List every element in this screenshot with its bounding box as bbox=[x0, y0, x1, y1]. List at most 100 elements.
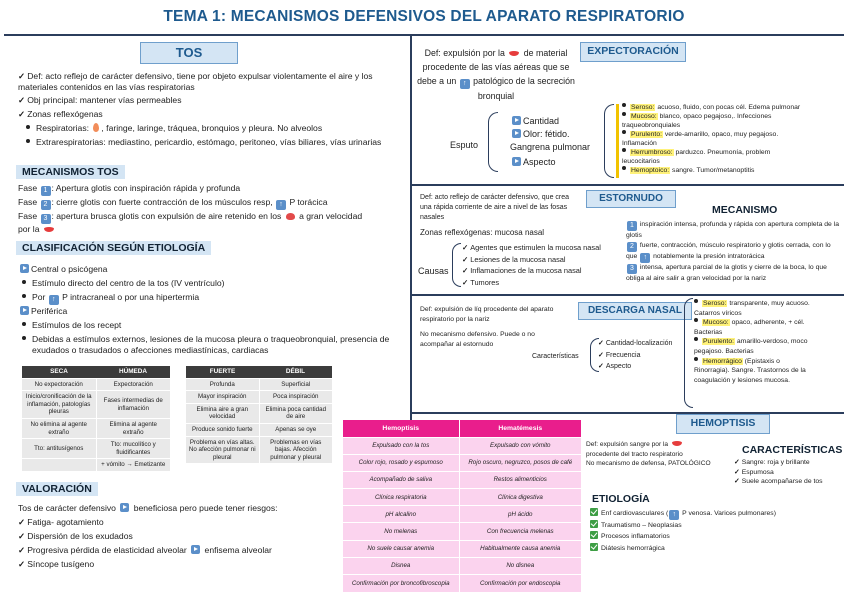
caracteristica-1: ✓Sangre: roja y brillante bbox=[734, 459, 810, 466]
aspecto-herrumbroso: Herrumbroso: parduzco. Pneumonía, proble… bbox=[622, 148, 771, 165]
valoracion-item-3: ✓Progresiva pérdida de elasticidad alveo… bbox=[18, 545, 272, 555]
estornudo-definition: Def: acto reflejo de carácter defensivo,… bbox=[420, 194, 570, 221]
descarga-caract-list: ✓Cantidad-localización ✓Frecuencia ✓Aspe… bbox=[598, 338, 698, 373]
esputo-aspecto: Aspecto bbox=[510, 156, 556, 169]
expectoracion-definition: Def: expulsión por la de material proced… bbox=[417, 48, 575, 101]
descarga-definition: Def: expulsión de líq procedente del apa… bbox=[420, 306, 554, 323]
causa-2: ✓Lesiones de la mucosa nasal bbox=[462, 254, 566, 264]
hemoptisis-definition: Def: expulsión sangre por la procedente … bbox=[586, 441, 711, 468]
tipo-seroso: Seroso: transparente, muy acuoso. Catarr… bbox=[694, 299, 810, 317]
aspecto-list: Seroso: acuoso, fluido, con pocas cél. E… bbox=[622, 103, 802, 175]
valoracion-intro: Tos de carácter defensivo beneficiosa pe… bbox=[18, 503, 278, 513]
esputo-cantidad: Cantidad bbox=[510, 115, 559, 128]
tos-definition: ✓Def: acto reflejo de carácter defensivo… bbox=[18, 71, 373, 93]
esputo-olor: Olor: fétido. Gangrena pulmonar bbox=[510, 129, 591, 152]
estornudo-zonas: Zonas reflexógenas: mucosa nasal bbox=[420, 228, 545, 237]
col-humeda: HÚMEDA bbox=[96, 366, 170, 379]
mecanismos-tos-header: MECANISMOS TOS bbox=[16, 165, 125, 179]
col-hematemesis: Hematémesis bbox=[458, 420, 581, 437]
estornudo-causas-label: Causas bbox=[418, 266, 449, 276]
col-fuerte: FUERTE bbox=[186, 366, 259, 379]
mecanismo-2: 2 fuerte, contracción, músculo respirato… bbox=[626, 242, 831, 264]
tipo-purulento: Purulento: amarillo-verdoso, moco pegajo… bbox=[694, 337, 808, 355]
aspecto-purulento: Purulento: verde-amarillo, opaco, muy pe… bbox=[622, 130, 779, 147]
descarga-no-mecanismo: No mecanismo defensivo. Puede o no acomp… bbox=[420, 331, 535, 348]
mecanismo-3: 3 intensa, apertura parcial de la glotis… bbox=[626, 264, 827, 283]
clasif-central-1: Estímulo directo del centro de la tos (I… bbox=[18, 278, 225, 289]
etiologia-2: Traumatismo – Neoplasias bbox=[590, 520, 840, 531]
col-debil: DÉBIL bbox=[259, 366, 332, 379]
tos-zonas: ✓Zonas reflexógenas bbox=[18, 109, 103, 119]
causa-3: ✓Inflamaciones de la mucosa nasal bbox=[462, 266, 582, 275]
col-seca: SECA bbox=[22, 366, 96, 379]
tos-zona-respiratorias: Respiratorias: , faringe, laringe, tráqu… bbox=[22, 123, 402, 134]
clasif-periferica-2: Debidas a estímulos externos, lesiones d… bbox=[18, 334, 398, 356]
divider-expect-estornudo bbox=[410, 184, 844, 186]
valoracion-item-1: ✓Fatiga- agotamiento bbox=[18, 517, 104, 527]
mecanismo-header: MECANISMO bbox=[706, 203, 784, 217]
expectoracion-header: EXPECTORACIÓN bbox=[580, 42, 686, 62]
page-title: TEMA 1: MECANISMOS DEFENSIVOS DEL APARAT… bbox=[163, 8, 685, 25]
aspecto-hemoptoico: Hemoptoico: sangre. Tumor/metanoptitis bbox=[622, 166, 802, 175]
valoracion-header: VALORACIÓN bbox=[16, 482, 98, 496]
tos-zona-extrarespiratorias: Extrarespiratorias: mediastino, pericard… bbox=[22, 137, 392, 148]
causa-4: ✓Tumores bbox=[462, 277, 500, 287]
top-divider bbox=[4, 34, 844, 36]
table-row: Inicio/cronificación de la inflamación, … bbox=[22, 390, 170, 419]
caracteristicas-header: CARACTERÍSTICAS bbox=[736, 443, 848, 457]
clasif-central-2: Por ↑ P intracraneal o por una hiperterm… bbox=[18, 292, 199, 305]
fase-1: Fase 1: Apertura glotis con inspiración … bbox=[18, 183, 241, 196]
tipo-hemorragico: Hemorrágico (Epistaxis o Rinorragia). Sa… bbox=[694, 356, 806, 384]
descarga-tipos: Seroso: transparente, muy acuoso. Catarr… bbox=[694, 299, 814, 385]
caract-2: ✓Frecuencia bbox=[598, 351, 641, 359]
etiologia-4: Diátesis hemorrágica bbox=[590, 542, 840, 554]
table-row: Problema en vías altas. No afección pulm… bbox=[186, 435, 332, 464]
caracteristica-3: ✓Suele acompañarse de tos bbox=[734, 478, 823, 486]
aspecto-brace bbox=[604, 104, 614, 178]
divider-estornudo-descarga bbox=[410, 294, 844, 296]
caracteristica-2: ✓Espumosa bbox=[734, 468, 774, 476]
etiologia-list: Enf cardiovasculares (↑ P venosa. Varice… bbox=[590, 508, 840, 554]
tos-header: TOS bbox=[140, 42, 238, 64]
hemoptisis-header: HEMOPTISIS bbox=[676, 414, 770, 434]
causa-1: ✓Agentes que estimulen la mucosa nasal bbox=[462, 243, 601, 252]
center-divider bbox=[410, 34, 412, 592]
nose-icon bbox=[93, 123, 100, 132]
col-hemoptisis: Hemoptisis bbox=[343, 420, 459, 437]
etiologia-3: Procesos inflamatorios bbox=[590, 531, 840, 542]
etiologia-1: Enf cardiovasculares (↑ P venosa. Varice… bbox=[590, 508, 840, 520]
valoracion-item-2: ✓Dispersión de los exudados bbox=[18, 531, 133, 541]
tipo-mucoso: Mucoso: opaco, adherente, + cél. Bacteri… bbox=[694, 318, 805, 336]
clasif-periferica-1: Estímulos de los recept bbox=[18, 320, 121, 331]
esputo-brace bbox=[488, 112, 498, 172]
clasificacion-header: CLASIFICACIÓN SEGÚN ETIOLOGÍA bbox=[16, 241, 212, 255]
tipos-brace bbox=[684, 298, 693, 408]
caract-1: ✓Cantidad-localización bbox=[598, 340, 673, 347]
tos-objective: ✓Obj principal: mantener vías permeables bbox=[18, 95, 182, 105]
mouth-icon bbox=[43, 227, 54, 232]
causas-brace bbox=[452, 243, 461, 287]
table-row: + vómito → Emetizante bbox=[22, 458, 170, 471]
caracteristicas-list: ✓Sangre: roja y brillante ✓Espumosa ✓Sue… bbox=[734, 458, 844, 487]
caract-3: ✓Aspecto bbox=[598, 363, 632, 370]
etiologia-header: ETIOLOGÍA bbox=[586, 492, 656, 506]
estornudo-header: ESTORNUDO bbox=[586, 190, 676, 208]
aspecto-mucoso: Mucoso: blanco, opaco pegajoso,. Infecci… bbox=[622, 112, 772, 129]
descarga-caract-label: Características bbox=[532, 353, 579, 360]
